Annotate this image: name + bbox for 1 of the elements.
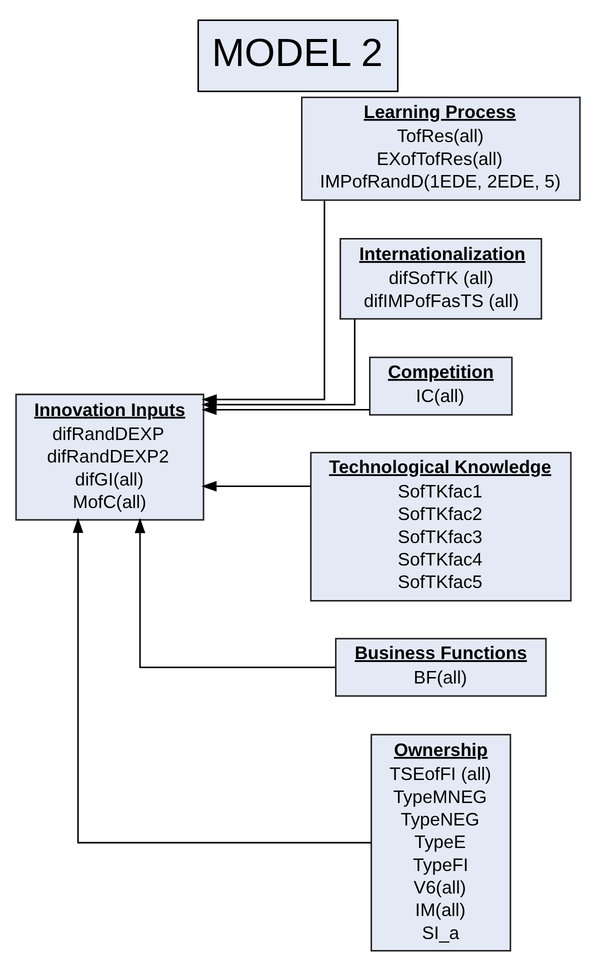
diagram-title: MODEL 2 — [212, 31, 383, 76]
